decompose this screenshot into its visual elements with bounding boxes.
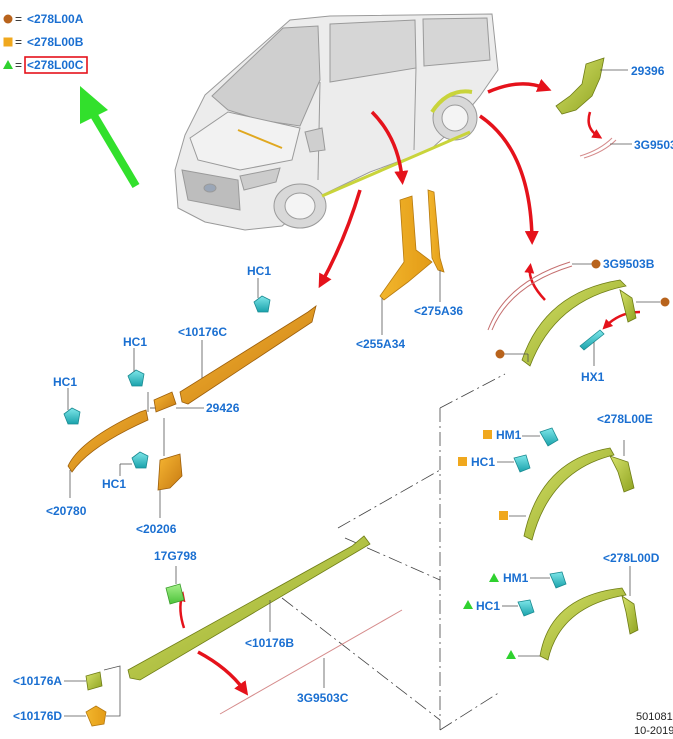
label-3g9503-top: 3G9503 <box>634 138 673 152</box>
label-hc1-c: HC1 <box>53 375 77 389</box>
part-hc1-c: HC1 <box>53 375 81 425</box>
label-17g798: 17G798 <box>154 549 197 563</box>
label-hc1-triangle: HC1 <box>476 599 500 613</box>
label-29426: 29426 <box>206 401 240 415</box>
square-marker <box>483 430 492 439</box>
part-10176d: <10176D <box>13 665 121 727</box>
van-illustration <box>174 13 499 231</box>
label-10176c: <10176C <box>178 325 227 339</box>
part-hc1-d: HC1 <box>102 451 149 491</box>
part-255a34: <255A34 <box>356 195 433 351</box>
label-hc1-b: HC1 <box>123 335 147 349</box>
part-278l00d-group: <278L00D HM1 HC1 <box>463 551 660 661</box>
green-pointer-arrow <box>80 86 140 189</box>
part-17g798: 17G798 <box>154 549 197 605</box>
label-hc1-square: HC1 <box>471 455 495 469</box>
label-20206: <20206 <box>136 522 177 536</box>
van-highlight-parts <box>237 89 473 198</box>
part-10176b: <10176B <box>127 535 371 681</box>
legend-code-b: <278L00B <box>27 35 84 49</box>
red-arrow <box>370 110 409 185</box>
label-hc1-d: HC1 <box>102 477 126 491</box>
legend-code-c: <278L00C <box>27 58 84 72</box>
triangle-marker <box>506 650 516 659</box>
triangle-marker <box>489 573 499 582</box>
legend-triangle-marker <box>3 60 13 69</box>
square-marker <box>458 457 467 466</box>
label-278l00e: <278L00E <box>597 412 653 426</box>
label-20780: <20780 <box>46 504 87 518</box>
circle-marker <box>660 297 670 307</box>
part-hc1-a: HC1 <box>247 264 271 313</box>
legend-circle-marker <box>3 14 13 24</box>
label-3g9503b: 3G9503B <box>603 257 655 271</box>
label-255a34: <255A34 <box>356 337 405 351</box>
part-hx1-clip: HX1 <box>579 329 605 384</box>
legend: = <278L00A = <278L00B = <278L00C <box>3 12 88 74</box>
square-marker <box>499 511 508 520</box>
red-arrow <box>587 111 603 139</box>
circle-marker <box>495 349 505 359</box>
part-20780: <20780 <box>46 409 149 518</box>
part-278l00e-group: <278L00E HM1 HC1 <box>458 412 653 541</box>
red-arrow <box>197 650 249 696</box>
label-hc1-a: HC1 <box>247 264 271 278</box>
part-3g9503c-seal: 3G9503C <box>219 609 403 715</box>
legend-eq: = <box>15 35 22 49</box>
part-29396: 29396 <box>555 57 665 115</box>
label-29396: 29396 <box>631 64 665 78</box>
label-10176a: <10176A <box>13 674 62 688</box>
label-278l00d: <278L00D <box>603 551 660 565</box>
red-arrow <box>487 78 552 94</box>
part-10176c: <10176C <box>178 305 317 405</box>
part-hc1-b: HC1 <box>123 335 147 387</box>
part-10176a: <10176A <box>13 671 103 691</box>
part-29426: 29426 <box>147 391 240 456</box>
red-arrow <box>602 310 641 330</box>
legend-code-a: <278L00A <box>27 12 84 26</box>
label-275a36: <275A36 <box>414 304 463 318</box>
circle-marker <box>591 259 601 269</box>
legend-eq: = <box>15 58 22 72</box>
footer: 501081 10-2019 <box>634 711 673 737</box>
legend-eq: = <box>15 12 22 26</box>
part-20206: <20206 <box>136 453 183 536</box>
red-arrow <box>318 189 362 289</box>
label-hm1-triangle: HM1 <box>503 571 529 585</box>
exploded-view-frame <box>150 373 506 731</box>
legend-highlight-box <box>24 56 88 74</box>
part-wheel-arch-moulding <box>495 279 670 367</box>
part-3g9503-seal: 3G9503 <box>579 137 673 159</box>
footer-date: 10-2019 <box>634 725 673 737</box>
label-hx1: HX1 <box>581 370 605 384</box>
label-hm1-square: HM1 <box>496 428 522 442</box>
part-wheel-arch-seal: 3G9503B <box>487 257 655 331</box>
label-3g9503c: 3G9503C <box>297 691 349 705</box>
triangle-marker <box>463 600 473 609</box>
footer-code: 501081 <box>636 711 673 723</box>
red-arrows <box>175 78 641 696</box>
part-275a36: <275A36 <box>414 189 463 318</box>
red-arrow <box>479 114 539 245</box>
legend-square-marker <box>3 37 13 47</box>
label-10176d: <10176D <box>13 709 62 723</box>
label-10176b: <10176B <box>245 636 294 650</box>
